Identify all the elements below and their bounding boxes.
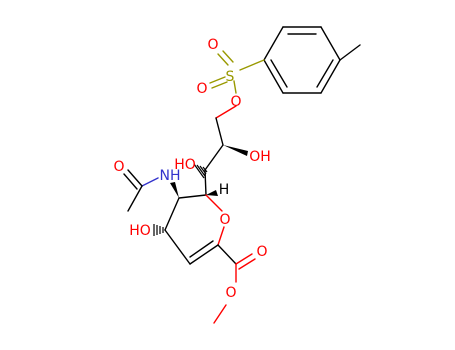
bond-ring-6 [263, 59, 284, 94]
bond-ring-o-b [217, 226, 225, 246]
bond-ester-co-a [235, 253, 253, 265]
bond-ring-inner-3 [270, 59, 288, 88]
bond-methyl [339, 44, 361, 61]
atom-ester-o-tosyl: O [230, 94, 241, 110]
atom-acetyl-o: O [113, 159, 124, 175]
atom-sulfonyl-o-top: O [207, 37, 218, 53]
bond-ring-1 [263, 26, 284, 61]
bonds [123, 26, 361, 324]
bond-ch2-choh [215, 117, 224, 146]
bond-ring-3 [320, 26, 341, 61]
bond-n-c [141, 177, 159, 187]
wedge-h [206, 190, 218, 196]
wedge-oh-right [223, 145, 248, 156]
atom-ring-o: O [219, 212, 230, 228]
bond-s-o-left-a [209, 76, 226, 84]
bond-ring-double [189, 240, 214, 258]
atom-hydroxyl-ring: HO [129, 223, 151, 239]
bond-aryl-s [239, 59, 265, 71]
bond-chain-ring [204, 169, 207, 196]
atom-stereo-h: H [219, 182, 230, 198]
atom-sulfonyl-o-left: O [196, 81, 207, 97]
bond-ring-4 [320, 59, 341, 94]
atom-sulfur: S [226, 69, 235, 85]
atom-ester-carbonyl-o: O [256, 244, 267, 260]
bond-ring-inner-2 [316, 59, 334, 88]
bond-ring-c-c [189, 244, 219, 265]
atom-amide-n: NH [160, 168, 181, 184]
bond-ring-c4 [164, 229, 191, 265]
bond-s-o-left-b [211, 81, 228, 89]
atom-hydroxyl-left: HO [174, 157, 196, 173]
bond-chain-c2 [204, 144, 224, 171]
bond-ring-o-a [205, 194, 223, 212]
bond-acetyl-o-a [127, 169, 143, 187]
atom-hydroxyl-right: OH [249, 149, 271, 165]
bond-s-o-top-a [217, 53, 229, 66]
bond-s-o-ester [233, 80, 237, 94]
atom-labels: S O O O OH HO O NH O HO O O H [113, 37, 270, 301]
bond-o-methyl [213, 304, 227, 324]
bond-s-o-top-b [222, 50, 234, 63]
bond-ring-c5 [178, 194, 207, 199]
bond-acetyl-methyl [127, 185, 143, 212]
bond-ring-ester [217, 244, 237, 265]
bond-ring-c3 [164, 197, 180, 231]
atom-ester-o-methyl: O [225, 285, 236, 301]
bond-ester-co-b [238, 258, 256, 270]
wedge-nh [170, 182, 179, 198]
bond-o-ch2 [215, 105, 237, 119]
hash-ho-ring [153, 224, 164, 236]
bond-acetyl-o-b [123, 173, 138, 190]
